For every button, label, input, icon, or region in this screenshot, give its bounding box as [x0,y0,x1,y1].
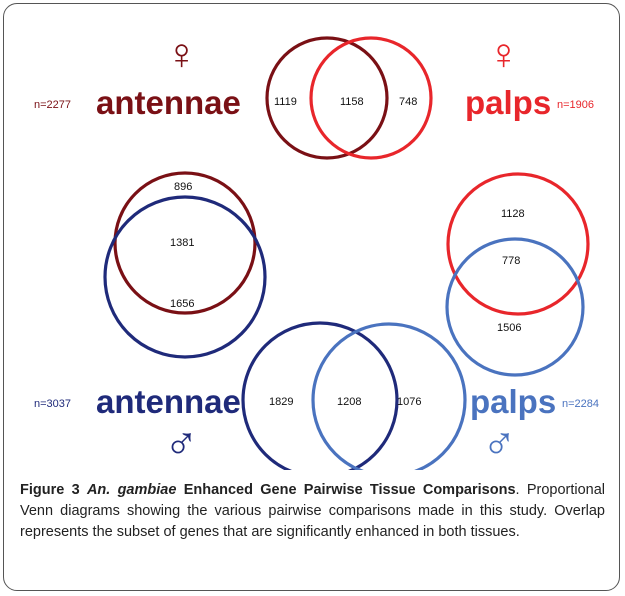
venn-top-right-value: 748 [399,96,418,108]
venn-bottom-overlap-value: 1208 [337,396,362,408]
female-palps-label: palps [465,84,552,121]
venn-bottom-left-value: 1829 [269,396,294,408]
female-symbol-palps-icon: ♀ [487,30,520,79]
caption-figure-number: Figure 3 [20,482,80,498]
venn-right-bottom-value: 1506 [497,322,522,334]
venn-bottom-right-value: 1076 [397,396,422,408]
male-palps-label: palps [470,383,557,420]
venn-left-female-antennae-circle [113,171,257,315]
venn-bottom-male-antennae-circle [241,321,399,470]
venn-top-overlap-value: 1158 [340,96,364,108]
venn-right-male-palps-circle [445,237,585,377]
venn-left-male-antennae-circle [103,195,267,359]
bottom-left-n: n=3037 [34,398,72,410]
venn-left-overlap-value: 1381 [170,237,195,249]
female-symbol-antennae-icon: ♀ [165,30,198,79]
venn-left-top-value: 896 [174,181,193,193]
figure-caption: Figure 3 An. gambiae Enhanced Gene Pairw… [20,480,605,543]
bottom-right-n: n=2284 [562,398,600,410]
male-symbol-palps-icon: ♂ [482,417,517,469]
male-antennae-label: antennae [96,383,241,420]
venn-diagrams [103,36,590,470]
caption-species: An. gambiae [86,482,177,498]
top-left-n: n=2277 [34,99,72,111]
figure-frame [3,3,620,591]
venn-top-female-antennae-circle [265,36,389,160]
male-symbol-antennae-icon: ♂ [164,417,199,469]
venn-left-bottom-value: 1656 [170,298,195,310]
venn-top-left-value: 1119 [274,96,297,108]
caption-body: . Proportional Venn diagrams showing the… [20,482,606,540]
venn-right-top-value: 1128 [501,208,525,220]
venn-right-overlap-value: 778 [502,255,521,267]
venn-bottom-male-palps-circle [311,322,467,470]
venn-right-female-palps-circle [446,172,590,316]
female-antennae-label: antennae [96,84,241,121]
top-right-n: n=1906 [557,99,595,111]
caption-title: Enhanced Gene Pairwise Tissue Comparison… [183,482,516,498]
venn-top-female-palps-circle [309,36,433,160]
